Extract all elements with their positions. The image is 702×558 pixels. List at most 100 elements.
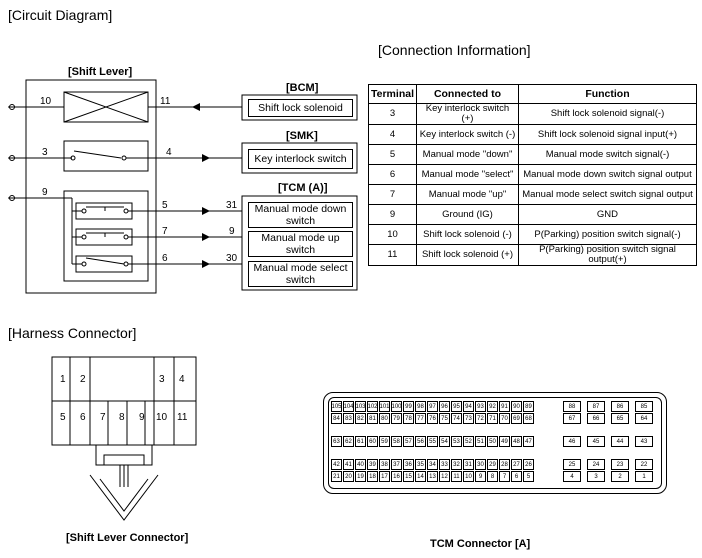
connected-cell: Shift lock solenoid (+) — [415, 244, 519, 266]
tcm-pin: 48 — [511, 436, 522, 447]
tcm-pin: 53 — [451, 436, 462, 447]
function-cell: Manual mode switch signal(-) — [517, 144, 697, 165]
pin-5: 5 — [162, 200, 168, 211]
tcm-pin: 81 — [367, 413, 378, 424]
tcm-pin: 40 — [355, 459, 366, 470]
tcm-pin: 3 — [587, 471, 605, 482]
sl-pin-2: 2 — [80, 374, 86, 385]
tcm-pin: 44 — [611, 436, 629, 447]
tcm-pin: 30 — [475, 459, 486, 470]
smk-label: [SMK] — [286, 130, 318, 142]
tcm-pin: 83 — [343, 413, 354, 424]
tcm-pin: 23 — [611, 459, 629, 470]
connected-cell: Manual mode "up" — [415, 184, 519, 205]
header-function: Function — [517, 84, 697, 104]
tcm-pin: 33 — [439, 459, 450, 470]
pin-31: 31 — [226, 200, 238, 211]
function-cell: P(Parking) position switch signal(-) — [517, 224, 697, 245]
sl-pin-3: 3 — [159, 374, 165, 385]
tcm-pin: 34 — [427, 459, 438, 470]
bcm-label: [BCM] — [286, 82, 319, 94]
tcm-pin: 80 — [379, 413, 390, 424]
tcm-pin: 35 — [415, 459, 426, 470]
pin-3: 3 — [42, 147, 48, 158]
tcm-pin: 52 — [463, 436, 474, 447]
shift-lock-solenoid-box: Shift lock solenoid — [248, 99, 353, 117]
tcm-pin: 90 — [511, 401, 522, 412]
tcm-pin: 82 — [355, 413, 366, 424]
tcm-pin: 5 — [523, 471, 534, 482]
tcm-pin: 97 — [427, 401, 438, 412]
sl-pin-4: 4 — [179, 374, 185, 385]
tcm-pin: 51 — [475, 436, 486, 447]
tcm-pin: 105 — [331, 401, 342, 412]
connected-cell: Ground (IG) — [415, 204, 519, 225]
tcm-pin: 79 — [391, 413, 402, 424]
sl-pin-5: 5 — [60, 412, 66, 423]
tcm-pin: 55 — [427, 436, 438, 447]
pin-6: 6 — [162, 253, 168, 264]
tcm-pin: 84 — [331, 413, 342, 424]
tcm-pin: 85 — [635, 401, 653, 412]
tcm-pin: 98 — [415, 401, 426, 412]
terminal-cell: 4 — [368, 124, 417, 145]
tcm-pin: 63 — [331, 436, 342, 447]
connected-cell: Key interlock switch (-) — [415, 124, 519, 145]
tcm-pin: 22 — [635, 459, 653, 470]
terminal-cell: 3 — [368, 103, 417, 125]
tcm-pin: 93 — [475, 401, 486, 412]
connected-cell: Shift lock solenoid (-) — [415, 224, 519, 245]
tcm-pin: 62 — [343, 436, 354, 447]
tcm-pin: 101 — [379, 401, 390, 412]
shift-lever-label: [Shift Lever] — [68, 66, 133, 78]
tcm-pin: 20 — [343, 471, 354, 482]
tcm-pin: 99 — [403, 401, 414, 412]
sl-pin-8: 8 — [119, 412, 125, 423]
tcm-pin: 87 — [587, 401, 605, 412]
tcm-pin: 10 — [463, 471, 474, 482]
tcm-pin: 47 — [523, 436, 534, 447]
tcm-pin: 102 — [367, 401, 378, 412]
pin-30: 30 — [226, 253, 238, 264]
tcm-pin: 64 — [635, 413, 653, 424]
tcm-pin: 6 — [511, 471, 522, 482]
tcm-pin: 43 — [635, 436, 653, 447]
sl-pin-9: 9 — [139, 412, 145, 423]
connected-cell: Manual mode "select" — [415, 164, 519, 185]
tcm-pin: 12 — [439, 471, 450, 482]
tcm-pin: 70 — [499, 413, 510, 424]
tcm-pin: 77 — [415, 413, 426, 424]
tcm-pin: 45 — [587, 436, 605, 447]
tcm-pin: 25 — [563, 459, 581, 470]
function-cell: Shift lock solenoid signal(-) — [517, 103, 697, 125]
tcm-pin: 89 — [523, 401, 534, 412]
tcm-pin: 50 — [487, 436, 498, 447]
tcm-pin: 86 — [611, 401, 629, 412]
tcm-pin: 11 — [451, 471, 462, 482]
pin-9-tcm: 9 — [229, 226, 235, 237]
circuit-diagram-title: [Circuit Diagram] — [8, 7, 113, 23]
tcm-pin: 54 — [439, 436, 450, 447]
tcm-pin: 29 — [487, 459, 498, 470]
pin-11: 11 — [160, 96, 171, 107]
tcm-pin: 74 — [451, 413, 462, 424]
function-cell: Shift lock solenoid signal input(+) — [517, 124, 697, 145]
tcm-pin: 71 — [487, 413, 498, 424]
tcm-pin: 15 — [403, 471, 414, 482]
tcm-pin: 61 — [355, 436, 366, 447]
tcm-pin: 57 — [403, 436, 414, 447]
tcm-pin: 49 — [499, 436, 510, 447]
tcm-pin: 88 — [563, 401, 581, 412]
tcm-pin: 65 — [611, 413, 629, 424]
tcm-pin: 36 — [403, 459, 414, 470]
tcm-pin: 60 — [367, 436, 378, 447]
tcm-pin: 69 — [511, 413, 522, 424]
tcm-pin: 7 — [499, 471, 510, 482]
tcm-pin: 78 — [403, 413, 414, 424]
